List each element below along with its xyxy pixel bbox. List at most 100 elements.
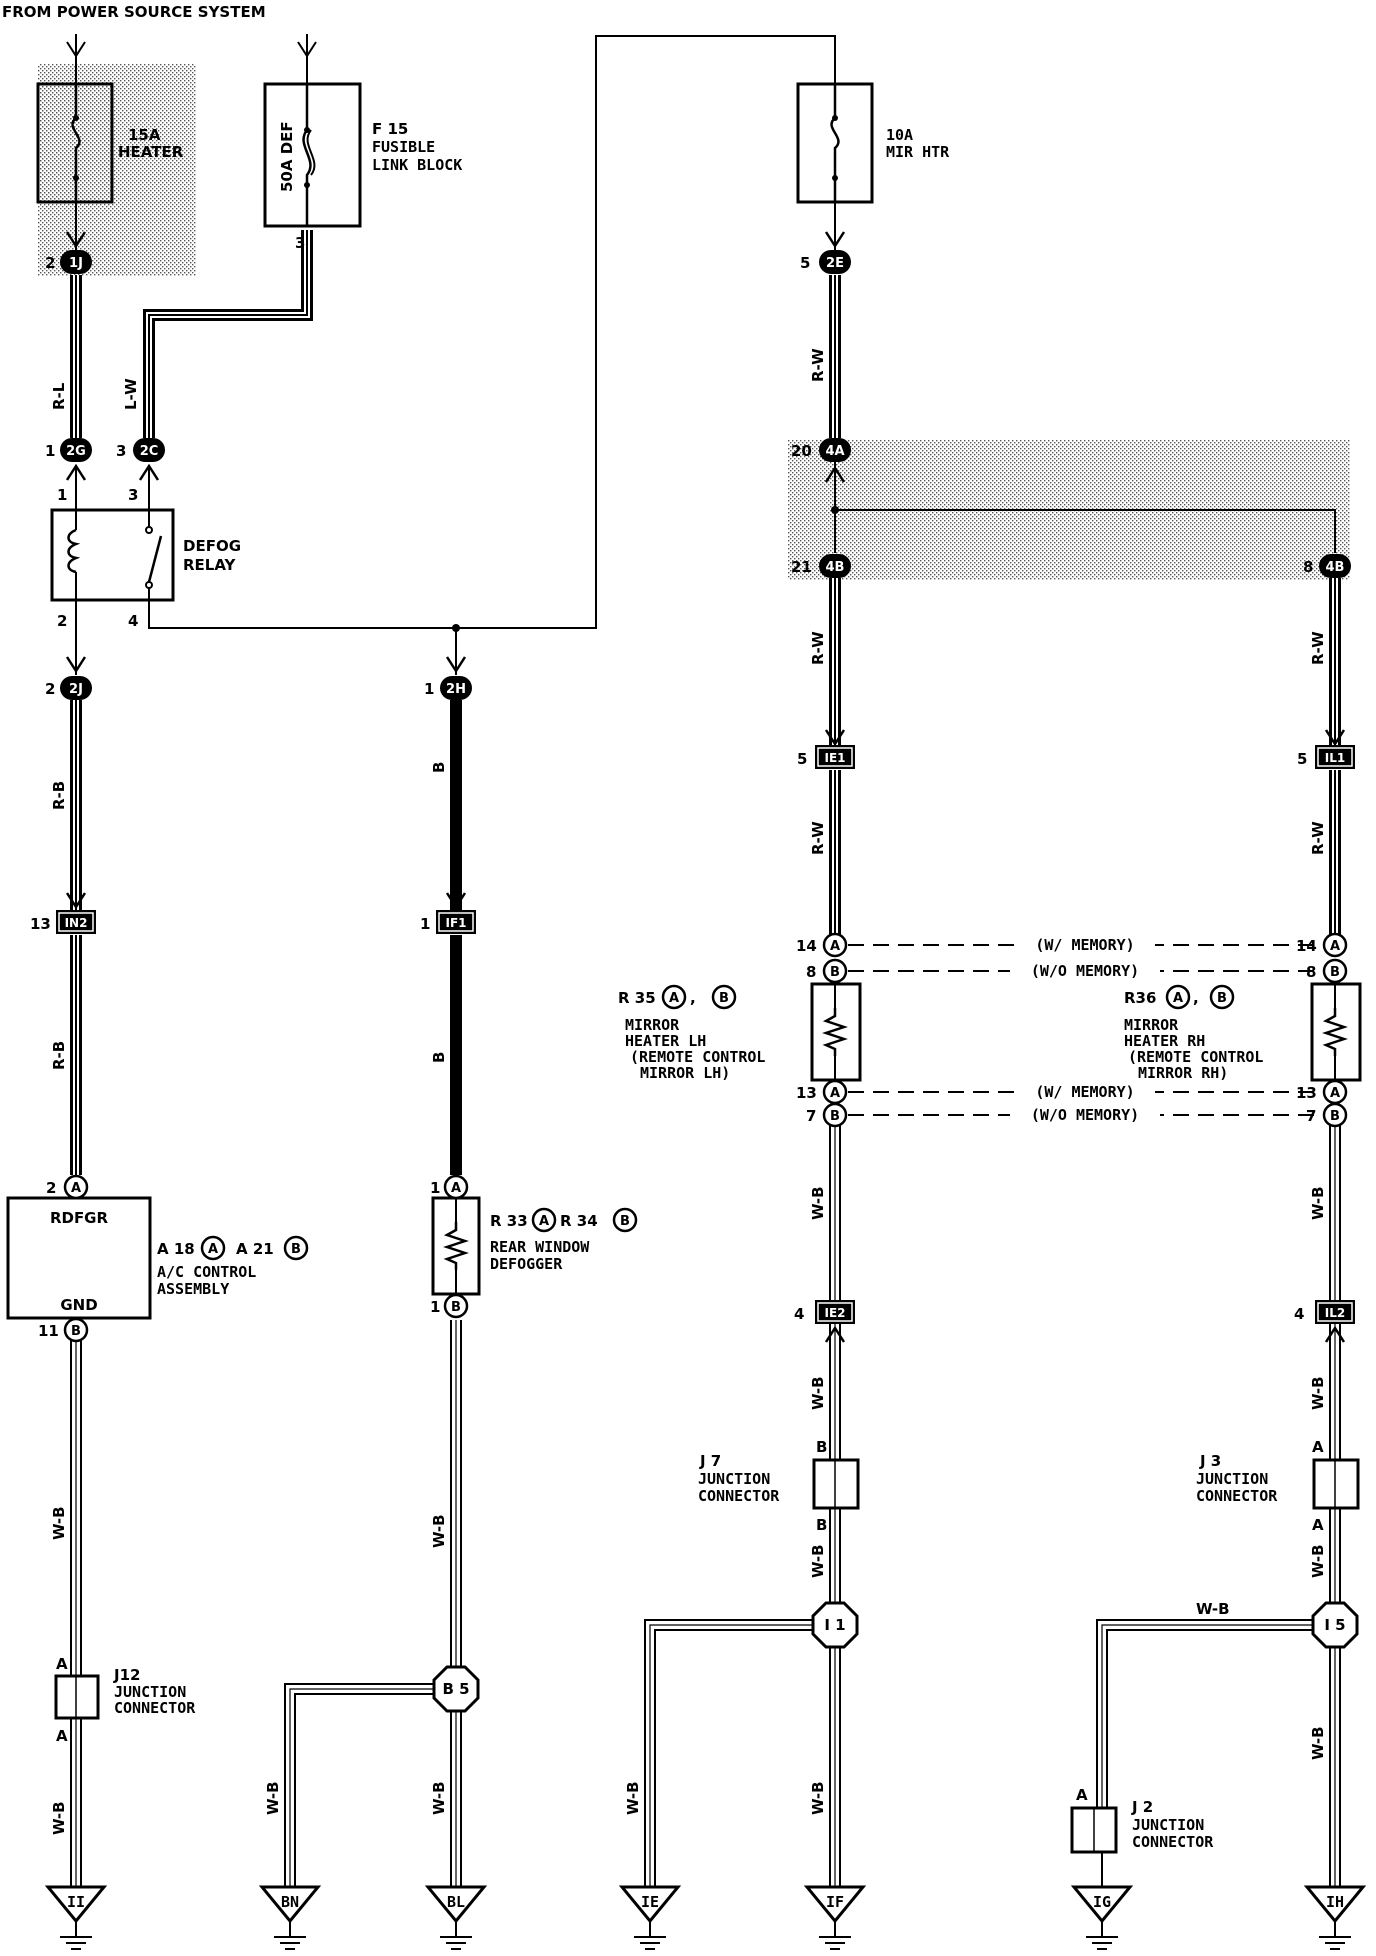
svg-text:4B: 4B	[826, 560, 845, 575]
splice-i5: I 5	[1311, 1601, 1359, 1649]
wire-label-wb-15: W-B	[1309, 1726, 1327, 1760]
connector-IN2: IN2 13	[30, 910, 96, 934]
ac-code-a: A 18	[157, 1240, 195, 1258]
svg-text:MIRROR: MIRROR	[1124, 1016, 1179, 1034]
rh-code: R36	[1124, 989, 1156, 1007]
relay-pin-1: 1	[57, 486, 67, 504]
svg-text:1: 1	[430, 1298, 440, 1316]
svg-text:A: A	[1076, 1786, 1088, 1804]
relay-pin-2: 2	[57, 612, 67, 630]
source-label: FROM POWER SOURCE SYSTEM	[2, 3, 266, 21]
svg-text:8: 8	[1303, 558, 1313, 576]
svg-text:1J: 1J	[69, 256, 83, 271]
wire-label-rb-1: R-B	[50, 781, 68, 810]
svg-text:IF: IF	[826, 1893, 844, 1911]
connector-IL1: IL1 5	[1297, 745, 1355, 769]
fuse-def-name1: FUSIBLE	[372, 138, 435, 156]
connector-IE1: IE1 5	[797, 745, 855, 769]
relay-pin-3: 3	[128, 486, 138, 504]
connector-4B-right: 4B 8	[1303, 554, 1351, 578]
svg-text:BN: BN	[281, 1893, 299, 1911]
svg-text:5: 5	[800, 254, 810, 272]
svg-text:JUNCTION: JUNCTION	[698, 1470, 770, 1488]
ground-bn: BN	[260, 1885, 320, 1951]
defogger-name2: DEFOGGER	[490, 1255, 563, 1273]
svg-text:1: 1	[45, 442, 55, 460]
wire-label-rl: R-L	[50, 382, 68, 410]
wire-label-rb-2: R-B	[50, 1041, 68, 1070]
svg-text:2E: 2E	[826, 256, 844, 271]
svg-text:B: B	[1330, 1109, 1340, 1124]
svg-text:JUNCTION: JUNCTION	[1132, 1816, 1204, 1834]
ac-name1: A/C CONTROL	[157, 1263, 256, 1281]
wire-label-wb-8: W-B	[809, 1376, 827, 1410]
connector-IF1: IF1 1	[420, 910, 476, 934]
svg-text:HEATER RH: HEATER RH	[1124, 1032, 1205, 1050]
lh-pin-13: 13	[796, 1084, 817, 1102]
svg-text:B: B	[830, 1109, 840, 1124]
svg-text:J 2: J 2	[1131, 1798, 1153, 1816]
svg-text:B: B	[830, 965, 840, 980]
fuse-heater-amp: 15A	[128, 126, 161, 144]
wire-label-wb-11: W-B	[1309, 1544, 1327, 1578]
svg-text:A: A	[208, 1242, 218, 1257]
wire-label-wb-6: W-B	[809, 1186, 827, 1220]
svg-text:B: B	[719, 991, 729, 1006]
svg-text:2J: 2J	[69, 682, 83, 697]
fuse-10a-mir-htr: 10A MIR HTR	[796, 82, 950, 250]
svg-text:11: 11	[38, 1322, 59, 1340]
flow-arrows	[65, 231, 1346, 1343]
svg-text:A: A	[1312, 1516, 1324, 1534]
svg-text:,: ,	[1193, 989, 1199, 1007]
wire-label-wb-3: W-B	[430, 1514, 448, 1548]
memory-w-bottom: (W/ MEMORY)	[1035, 1083, 1134, 1101]
svg-text:MIRROR LH): MIRROR LH)	[640, 1064, 730, 1082]
defogger-code-b: R 34	[560, 1212, 598, 1230]
svg-text:,: ,	[690, 989, 696, 1007]
svg-text:4B: 4B	[1326, 560, 1345, 575]
rear-window-defogger: A 1 B 1 R 33 A R 34 B REAR WINDOW DEFOGG…	[430, 1174, 638, 1319]
svg-text:A: A	[539, 1214, 549, 1229]
svg-text:B: B	[620, 1214, 630, 1229]
svg-text:B: B	[291, 1242, 301, 1257]
svg-text:21: 21	[791, 558, 812, 576]
svg-text:B: B	[1217, 991, 1227, 1006]
lh-pin-8: 8	[806, 963, 816, 981]
svg-text:1: 1	[420, 915, 430, 933]
fuse-def-name2: LINK BLOCK	[372, 156, 462, 174]
svg-text:4: 4	[794, 1305, 804, 1323]
fuse-heater-name: HEATER	[118, 143, 184, 161]
wire-label-lw: L-W	[122, 378, 140, 410]
svg-text:A: A	[451, 1181, 461, 1196]
wire-label-wb-5: W-B	[430, 1781, 448, 1815]
memory-dashed-lines: (W/ MEMORY) (W/O MEMORY) (W/ MEMORY) (W/…	[848, 936, 1322, 1124]
svg-text:4: 4	[1294, 1305, 1304, 1323]
defog-relay: DEFOG RELAY 1 3 2 4	[50, 486, 241, 630]
svg-text:J12: J12	[113, 1666, 140, 1684]
fuse-15a-heater: 15A HEATER	[36, 82, 184, 250]
connector-4B-left: 4B 21	[791, 554, 851, 578]
wire-label-wb-2: W-B	[50, 1801, 68, 1835]
svg-text:A: A	[1330, 939, 1340, 954]
wire-label-wb-14: W-B	[1196, 1600, 1230, 1618]
svg-text:MIRROR RH): MIRROR RH)	[1138, 1064, 1228, 1082]
svg-text:MIRROR: MIRROR	[625, 1016, 680, 1034]
svg-text:3: 3	[116, 442, 126, 460]
svg-text:1: 1	[430, 1179, 440, 1197]
connector-2C: 2C 3	[116, 438, 165, 462]
mirror-heater-rh: A B A B 14 8 13 7 R36 A , B MIRROR HEATE…	[1124, 932, 1362, 1128]
svg-text:A: A	[71, 1181, 81, 1196]
memory-wo-bottom: (W/O MEMORY)	[1031, 1106, 1139, 1124]
wires	[66, 34, 1341, 1887]
svg-text:2: 2	[45, 680, 55, 698]
svg-text:13: 13	[30, 915, 51, 933]
svg-text:CONNECTOR: CONNECTOR	[114, 1699, 196, 1717]
fuse-mir-amp: 10A	[886, 126, 913, 144]
ground-ii: II	[46, 1885, 106, 1951]
relay-pin-4: 4	[128, 612, 138, 630]
svg-text:A: A	[56, 1655, 68, 1673]
ac-control-assembly: RDFGR GND A 2 B 11 A 18 A A 21 B A/C CON…	[6, 1174, 309, 1343]
connector-2G: 2G 1	[45, 438, 92, 462]
fuse-def-code: F 15	[372, 120, 408, 138]
svg-text:IL2: IL2	[1325, 1306, 1345, 1320]
